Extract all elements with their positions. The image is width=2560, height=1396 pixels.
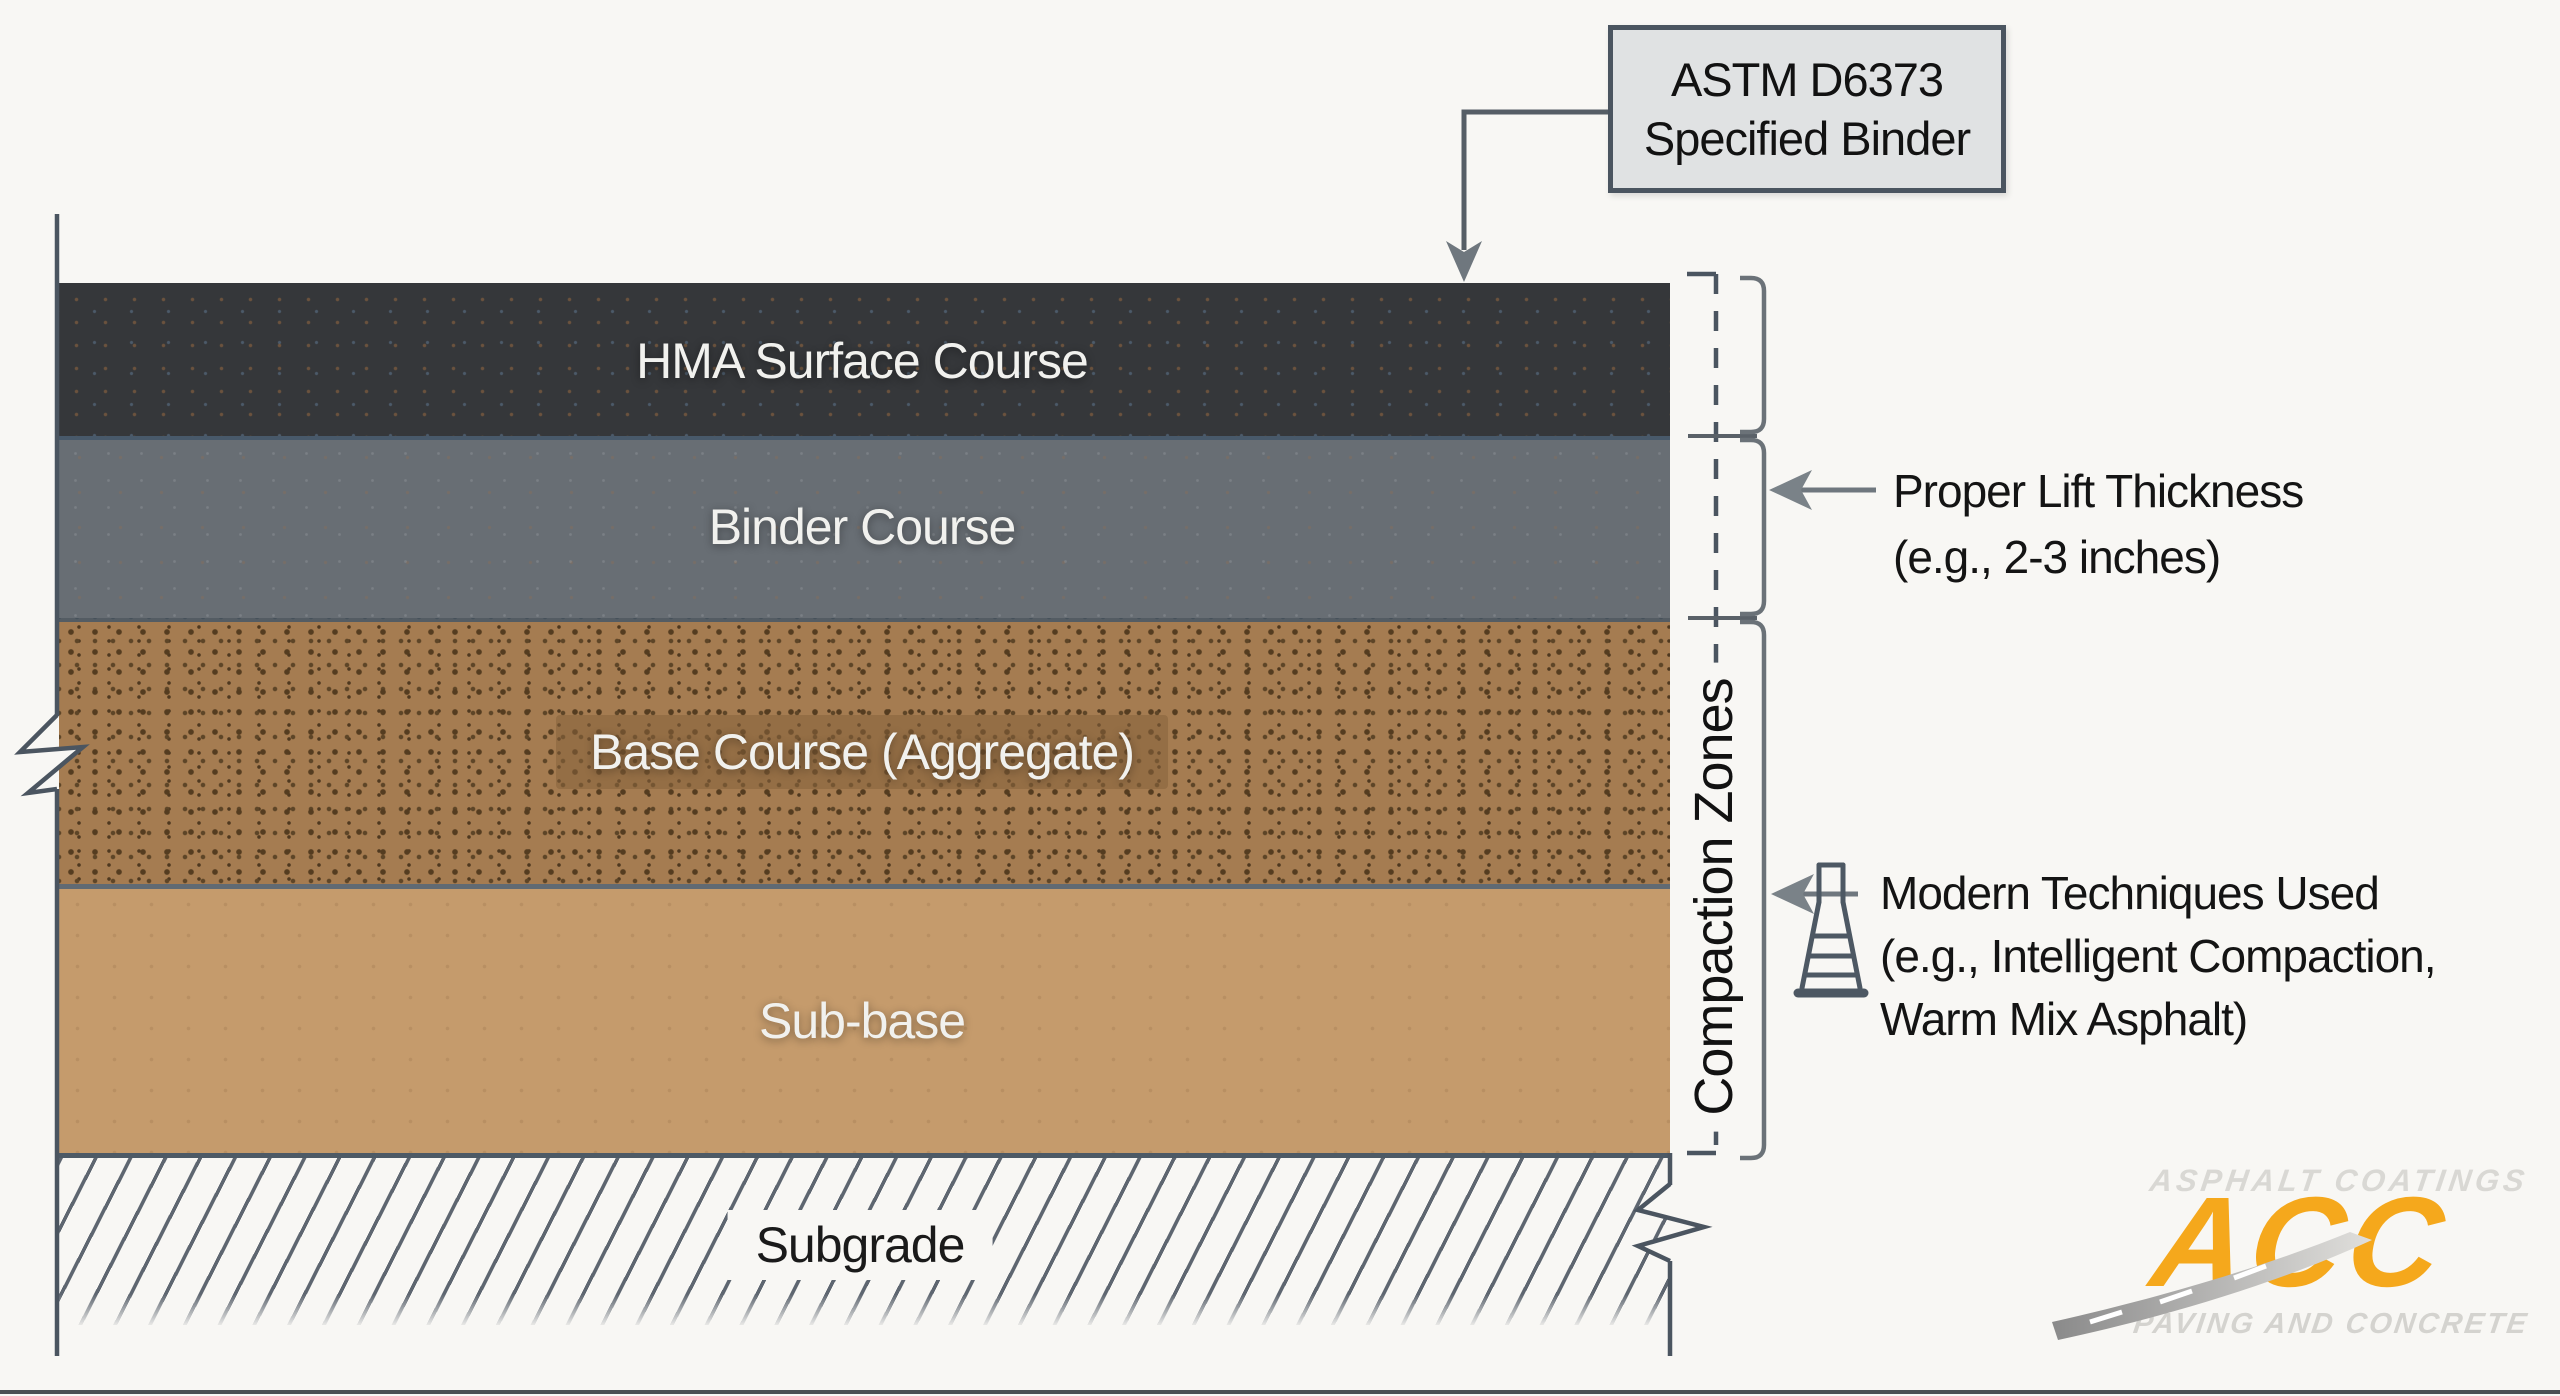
label-subgrade: Subgrade [727, 1210, 993, 1280]
down-arrowhead-icon [1446, 241, 1482, 282]
lift-thickness-note: Proper Lift Thickness (e.g., 2-3 inches) [1893, 458, 2304, 590]
label-base-course: Base Course (Aggregate) [556, 715, 1168, 789]
bracket-binder-course [1740, 437, 1767, 617]
left-arrowhead-icon [1769, 470, 1812, 510]
left-arrowhead-icon [1771, 874, 1814, 914]
lift-thickness-line1: Proper Lift Thickness [1893, 465, 2304, 517]
modern-techniques-arrow [1771, 874, 1858, 914]
tamper-rammer-icon [1793, 862, 1869, 998]
lift-thickness-line2: (e.g., 2-3 inches) [1893, 531, 2221, 583]
astm-callout-line2: Specified Binder [1643, 112, 1971, 165]
modern-techniques-line2: (e.g., Intelligent Compaction, [1880, 930, 2437, 982]
modern-techniques-line1: Modern Techniques Used [1880, 867, 2380, 919]
astm-binder-callout-box: ASTM D6373 Specified Binder [1608, 25, 2006, 193]
label-binder-course: Binder Course [708, 499, 1017, 555]
layer-sub-base [59, 884, 1670, 1153]
compaction-zones-label: Compaction Zones [1679, 662, 1749, 1132]
bracket-surface-course [1740, 275, 1767, 435]
logo-tagline-bottom: PAVING AND CONCRETE [2131, 1308, 2531, 1340]
label-hma-surface-course: HMA Surface Course [636, 333, 1089, 389]
lift-thickness-arrow [1769, 470, 1876, 510]
modern-techniques-line3: Warm Mix Asphalt) [1880, 993, 2248, 1045]
label-sub-base: Sub-base [758, 993, 966, 1049]
lift-boundary-ticks [1688, 434, 1757, 620]
astm-callout-arrow [1446, 109, 1608, 282]
layer-binder-course [59, 436, 1670, 618]
astm-callout-line1: ASTM D6373 [1670, 53, 1944, 106]
logo-acc-acronym: ACC [2143, 1171, 2457, 1314]
layer-hma-surface-course [59, 283, 1670, 436]
modern-techniques-note: Modern Techniques Used (e.g., Intelligen… [1880, 862, 2437, 1051]
